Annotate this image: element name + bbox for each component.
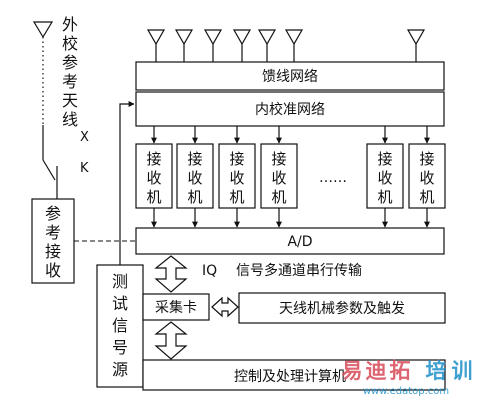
receiver-char: 机 (229, 188, 244, 206)
receiver-unit: 接 收 机 (366, 126, 404, 228)
receiver-char: 机 (146, 188, 161, 206)
receiver-char: 机 (271, 188, 286, 206)
watermark-url: www.edatop.com (363, 386, 449, 397)
iq-label: IQ (202, 263, 217, 279)
receiver-char: 接 (187, 150, 202, 168)
ext-ref-char: 外 (62, 15, 78, 34)
receiver-unit: 接 收 机 (176, 126, 214, 228)
receiver-char: 收 (146, 169, 161, 187)
serial-transfer-label: 信号多通道串行传输 (236, 262, 362, 279)
test-source-to-cal-arrow (119, 101, 135, 265)
antenna-params-box (238, 292, 446, 324)
receiver-char: 接 (146, 150, 161, 168)
ext-ref-char: 参 (62, 53, 78, 72)
test-source-char: 信 (112, 316, 128, 335)
watermark-char: 训 (452, 359, 473, 383)
test-source-char: 号 (112, 338, 128, 357)
receiver-char: 机 (377, 188, 392, 206)
receiver-ellipsis: …… (319, 170, 347, 186)
test-signal-source-box (96, 264, 144, 388)
watermark-char: 拓 (390, 359, 411, 383)
ext-ref-antenna-label: 外 校 参 考 天 线 (62, 15, 78, 129)
receiver-channels: 接 收 机 接 收 机 接 收 机 接 收 机 … (135, 126, 446, 228)
feed-network-label: 馈线网络 (262, 69, 318, 85)
watermark-char: 迪 (366, 359, 387, 383)
test-source-char: 测 (112, 272, 128, 291)
receiver-char: 收 (187, 169, 202, 187)
calibration-network-box (135, 91, 445, 127)
ref-receiver-char: 收 (45, 261, 61, 280)
control-computer-box (142, 359, 446, 391)
ext-ref-char: 校 (62, 34, 78, 53)
ref-receiver-char: 考 (45, 223, 61, 242)
receiver-char: 接 (377, 150, 392, 168)
ad-converter-box (135, 227, 445, 255)
antenna-params-label: 天线机械参数及触发 (279, 300, 405, 317)
switch-k-label: K (80, 161, 89, 176)
receiver-char: 收 (271, 169, 286, 187)
switch-x-label: X (80, 130, 89, 145)
receiver-unit: 接 收 机 (408, 126, 446, 228)
ad-daq-double-arrow (154, 255, 188, 293)
receiver-char: 接 (271, 150, 286, 168)
ext-ref-char: 考 (62, 72, 78, 91)
test-source-char: 试 (112, 294, 128, 313)
receiver-char: 收 (229, 169, 244, 187)
receiver-char: 接 (419, 150, 434, 168)
watermark-char: 易 (342, 359, 363, 383)
control-computer-label: 控制及处理计算机 (234, 369, 346, 385)
receiver-unit: 接 收 机 (260, 126, 298, 228)
external-reference-antenna (32, 21, 58, 199)
watermark-logo: 易 迪 拓 培 训 www.edatop.com (342, 359, 473, 397)
ref-receiver-char: 接 (45, 242, 61, 261)
receiver-char: 机 (187, 188, 202, 206)
feed-network-box (135, 61, 445, 91)
ad-label: A/D (287, 234, 312, 250)
daq-computer-double-arrow (154, 321, 188, 360)
ext-ref-char: 天 (62, 91, 78, 110)
watermark-char: 培 (426, 359, 447, 383)
daq-params-double-arrow (211, 296, 239, 318)
array-antennas (146, 29, 426, 62)
ref-receiver-char: 参 (45, 204, 61, 223)
reference-receiver-box (31, 198, 75, 284)
receiver-char: 收 (377, 169, 392, 187)
receiver-char: 机 (419, 188, 434, 206)
test-source-char: 源 (112, 360, 128, 379)
receiver-char: 收 (419, 169, 434, 187)
receiver-unit: 接 收 机 (218, 126, 256, 228)
daq-card-label: 采集卡 (155, 299, 197, 316)
ext-ref-char: 线 (62, 110, 78, 129)
calibration-network-label: 内校准网络 (255, 101, 325, 118)
daq-card-box (142, 293, 210, 321)
receiver-unit: 接 收 机 (135, 126, 173, 228)
receiver-char: 接 (229, 150, 244, 168)
